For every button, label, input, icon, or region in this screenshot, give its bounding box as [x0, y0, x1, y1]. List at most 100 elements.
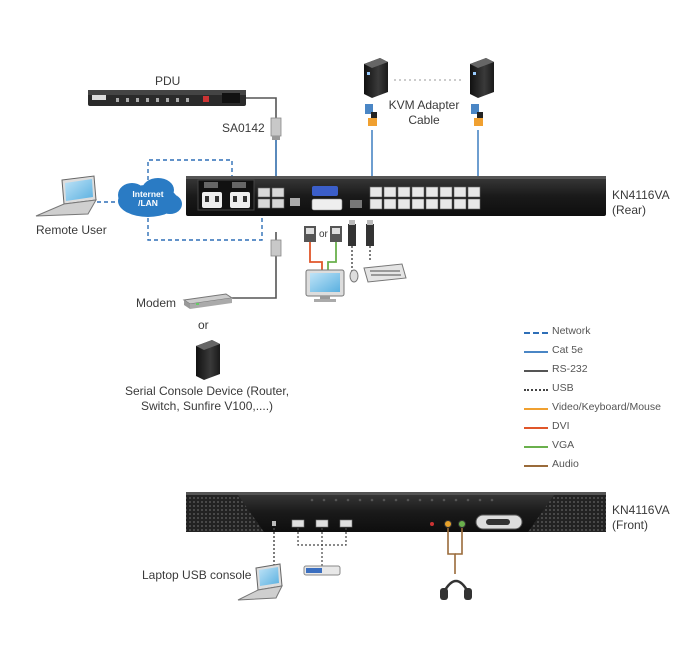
headset: [440, 579, 472, 600]
server-port: [397, 198, 411, 210]
rear-view-name: (Rear): [612, 203, 647, 217]
server-port: [425, 198, 439, 210]
legend-label: Network: [552, 325, 591, 337]
or-connector-label: or: [319, 229, 328, 240]
monitor: [305, 269, 345, 302]
legend-item: Audio: [524, 457, 684, 476]
internet-label-line2: /LAN: [138, 198, 158, 208]
vga-connector: [330, 226, 342, 242]
port-led: [310, 498, 314, 502]
pdu-rs232-cable: [246, 97, 277, 185]
laptop-usb-console-label: Laptop USB console: [142, 568, 252, 582]
server-port: [467, 198, 481, 210]
remote-user-laptop: [35, 175, 97, 217]
front-model-label: KN4116VA (Front): [612, 503, 670, 533]
server-port: [439, 186, 453, 198]
serial-console-device: [196, 340, 220, 380]
server-port: [411, 198, 425, 210]
usb-plug-2: [366, 220, 374, 246]
legend-label: VGA: [552, 439, 575, 451]
legend-swatch: [524, 446, 548, 448]
legend-item: Network: [524, 324, 684, 343]
kn4116va-rear-unit: [186, 176, 606, 216]
port-led: [382, 498, 386, 502]
port-led: [322, 498, 326, 502]
port-led: [442, 498, 446, 502]
port-led: [490, 498, 494, 502]
dvi-connector: [304, 226, 316, 242]
modem-label: Modem: [136, 296, 177, 310]
server-port: [383, 198, 397, 210]
sa0142-label: SA0142: [222, 121, 265, 135]
modem-device: [182, 293, 234, 309]
port-led: [346, 498, 350, 502]
server-port: [439, 198, 453, 210]
port-led: [418, 498, 422, 502]
laptop-usb-console: [237, 563, 283, 601]
server-port: [411, 186, 425, 198]
legend-label: RS-232: [552, 363, 588, 375]
mouse: [349, 269, 359, 283]
port-led: [478, 498, 482, 502]
port-led: [430, 498, 434, 502]
port-led: [454, 498, 458, 502]
serial-console-line1: Serial Console Device (Router,: [124, 384, 290, 398]
legend-swatch: [524, 465, 548, 467]
rear-model-name: KN4116VA: [612, 188, 670, 202]
serial-console-line2: Switch, Sunfire V100,....): [140, 399, 274, 413]
server-port: [453, 198, 467, 210]
modem-rs232-cable: [232, 232, 277, 299]
legend-swatch: [524, 370, 548, 372]
sa0142-adapter: [270, 117, 282, 140]
internet-lan-label: Internet /LAN: [124, 190, 172, 208]
port-led: [466, 498, 470, 502]
legend-swatch: [524, 427, 548, 429]
legend-item: DVI: [524, 419, 684, 438]
or-label: or: [198, 318, 209, 332]
legend-item: USB: [524, 381, 684, 400]
server-port: [425, 186, 439, 198]
legend-swatch: [524, 389, 548, 391]
modem-adapter: [270, 239, 282, 257]
server-port: [369, 198, 383, 210]
server-port: [467, 186, 481, 198]
port-led: [334, 498, 338, 502]
usb-stick: [303, 565, 341, 576]
legend-item: RS-232: [524, 362, 684, 381]
front-model-name: KN4116VA: [612, 503, 670, 517]
legend-label: Audio: [552, 458, 579, 470]
legend-label: Video/Keyboard/Mouse: [552, 401, 661, 413]
kn4116va-front-unit: [186, 492, 606, 532]
server-tower-2: [470, 58, 494, 98]
rear-model-label: KN4116VA (Rear): [612, 188, 670, 218]
internet-label-line1: Internet: [132, 189, 164, 199]
legend-item: VGA: [524, 438, 684, 457]
pdu-device: [88, 90, 246, 106]
legend-label: USB: [552, 382, 574, 394]
internet-cloud: [118, 178, 182, 217]
server-tower-1: [364, 58, 388, 98]
legend-label: DVI: [552, 420, 570, 432]
network-lan-link: [147, 159, 263, 241]
server-port: [383, 186, 397, 198]
usb-plug-1: [348, 220, 356, 246]
port-led: [358, 498, 362, 502]
port-led: [370, 498, 374, 502]
server-port: [369, 186, 383, 198]
legend-label: Cat 5e: [552, 344, 583, 356]
front-view-name: (Front): [612, 518, 648, 532]
legend-swatch: [524, 351, 548, 353]
server-port: [453, 186, 467, 198]
remote-user-label: Remote User: [36, 223, 107, 237]
server-port: [397, 186, 411, 198]
kvm-adapter-label-line1: KVM Adapter: [388, 98, 460, 112]
legend-swatch: [524, 408, 548, 410]
kvm-adapter-dongle-2: [471, 104, 483, 126]
port-led: [394, 498, 398, 502]
serial-console-label: Serial Console Device (Router, Switch, S…: [112, 384, 302, 414]
kvm-adapter-label: KVM Adapter Cable: [384, 98, 464, 128]
kvm-adapter-dongle-1: [365, 104, 377, 126]
port-led: [406, 498, 410, 502]
